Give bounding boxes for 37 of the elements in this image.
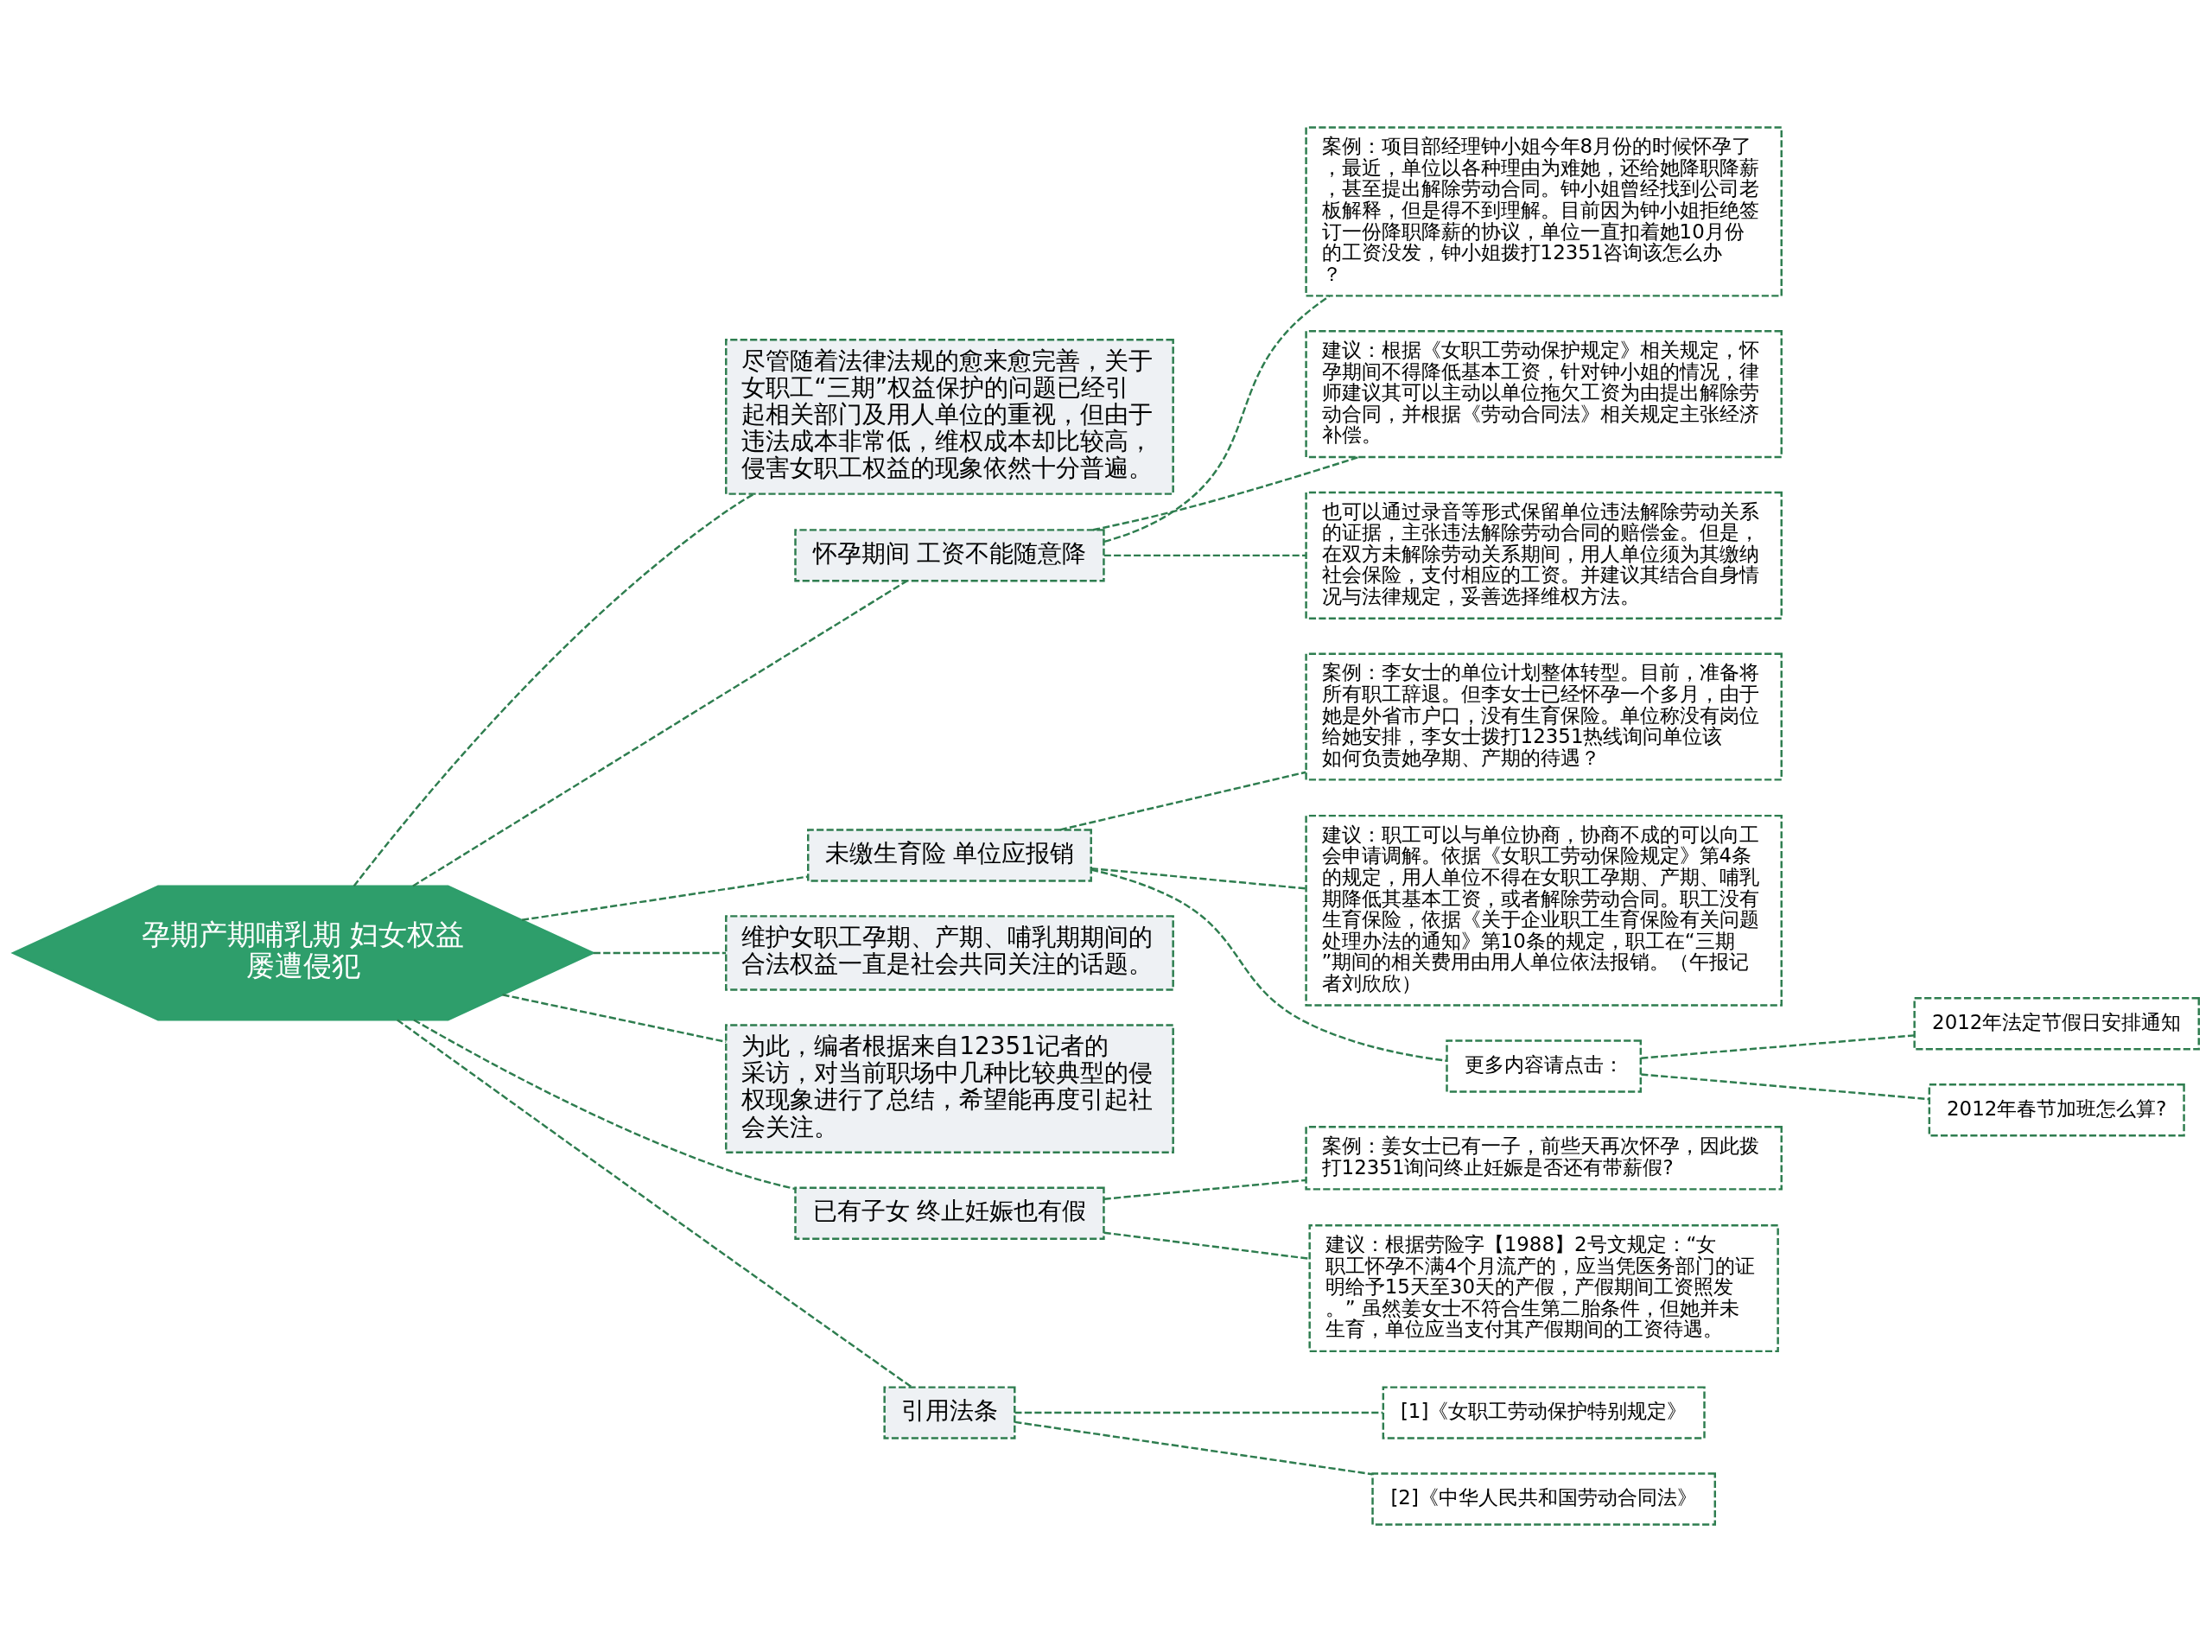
- node-box: 2012年法定节假日安排通知: [1913, 997, 2200, 1051]
- connector: [1103, 554, 1306, 557]
- connector: [502, 994, 727, 1044]
- connector: [1103, 295, 1331, 543]
- node-box: 更多内容请点击：: [1446, 1039, 1643, 1093]
- node-box: 为此，编者根据来自12351记者的采访，对当前职场中几种比较典型的侵权现象进行了总结，希望能再度引起社会关注。: [725, 1024, 1174, 1154]
- connector: [353, 492, 754, 887]
- connector: [1014, 1411, 1383, 1414]
- connector: [397, 1019, 913, 1388]
- node-box: 建议：根据《女职工劳动保护规定》相关规定，怀孕期间不得降低基本工资，针对钟小姐的情况，律师建议其可以主动以单位拖欠工资为由提出解除劳动合同，并根据《劳动合同法》相关规定主张经济补偿。: [1305, 330, 1783, 459]
- connector: [1103, 1231, 1310, 1261]
- node-box: 案例：项目部经理钟小姐今年8月份的时候怀孕了，最近，单位以各种理由为难她，还给她降职降薪，甚至提出解除劳动合同。钟小姐曾经找到公司老板解释，但是得不到理解。目前因为钟小姐拒绝签订一份降职降薪的协议，单位一直扣着她10月份的工资没发，钟小姐拨打12351咨询该怎么办？: [1305, 126, 1783, 297]
- node-box: 引用法条: [883, 1386, 1016, 1439]
- connector: [1090, 867, 1306, 890]
- node-box: 建议：根据劳险字【1988】2号文规定：“女职工怀孕不满4个月流产的，应当凭医务部门的证明给予15天至30天的产假，产假期间工资照发。” 虽然姜女士不符合生第二胎条件，但她并未生育，单位应当支付其产假期间的工资待遇。: [1308, 1223, 1779, 1353]
- node-box: 案例：姜女士已有一子，前些天再次怀孕，因此拨打12351询问终止妊娠是否还有带薪假?: [1305, 1126, 1783, 1191]
- node-box: 案例：李女士的单位计划整体转型。目前，准备将所有职工辞退。但李女士已经怀孕一个多月，由于她是外省市户口，没有生育保险。单位称没有岗位给她安排，李女士拨打12351热线询问单位该如何负责她孕期、产期的待遇？: [1305, 652, 1783, 781]
- connector: [521, 875, 809, 921]
- connector: [1059, 771, 1306, 831]
- connector: [593, 951, 727, 955]
- node-box: 2012年春节加班怎么算?: [1928, 1083, 2185, 1137]
- connector: [412, 580, 908, 887]
- node-box: 已有子女 终止妊娠也有假: [794, 1186, 1105, 1240]
- node-box: 怀孕期间 工资不能随意降: [794, 529, 1105, 582]
- connector: [1090, 868, 1447, 1062]
- node-box: 也可以通过录音等形式保留单位违法解除劳动关系的证据，主张违法解除劳动合同的赔偿金。但是，在双方未解除劳动关系期间，用人单位须为其缴纳社会保险，支付相应的工资。并建议其结合自身情况与法律规定，妥善选择维权方法。: [1305, 491, 1783, 620]
- connector: [1014, 1420, 1373, 1476]
- node-box: [2]《中华人民共和国劳动合同法》: [1371, 1472, 1716, 1526]
- connector: [1103, 1179, 1306, 1200]
- connector: [413, 1019, 796, 1191]
- node-box: 未缴生育险 单位应报销: [807, 829, 1092, 882]
- connector: [1641, 1034, 1915, 1059]
- connector: [1641, 1073, 1929, 1101]
- node-box: 建议：职工可以与单位协商，协商不成的可以向工会申请调解。依据《女职工劳动保险规定》第4条的规定，用人单位不得在女职工孕期、产期、哺乳期降低其基本工资，或者解除劳动合同。职工没有生育保险，依据《关于企业职工生育保险有关问题处理办法的通知》第10条的规定，职工在“三期”期间的相关费用由用人单位依法报销。（午报记者刘欣欣）: [1305, 814, 1783, 1007]
- node-box: 尽管随着法律法规的愈来愈完善，关于女职工“三期”权益保护的问题已经引起相关部门及用人单位的重视，但由于违法成本非常低，维权成本却比较高，侵害女职工权益的现象依然十分普遍。: [725, 338, 1174, 495]
- node-box: [1]《女职工劳动保护特别规定》: [1382, 1386, 1706, 1439]
- node-box: 维护女职工孕期、产期、哺乳期期间的合法权益一直是社会共同关注的话题。: [725, 915, 1174, 991]
